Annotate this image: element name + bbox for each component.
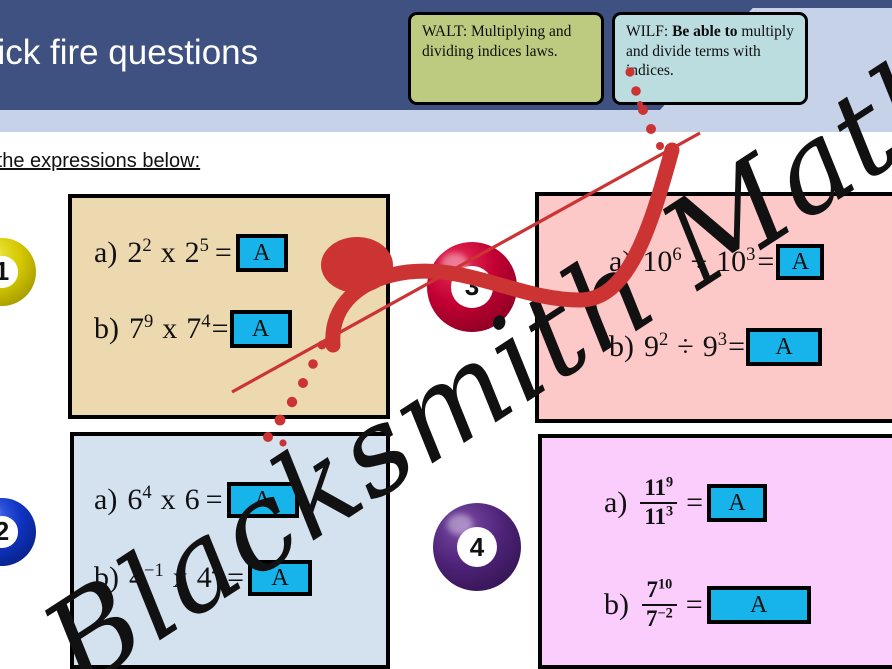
answer-box-3a[interactable]: A: [226, 482, 299, 518]
question-4b: b) 710 7−2 = A: [604, 576, 811, 632]
ball-number: 2: [0, 516, 18, 548]
term-2: 6: [184, 483, 200, 516]
question-3b: b) 4−1 x 44 = A: [94, 560, 313, 596]
exponent: −2: [657, 605, 673, 622]
term-1: 4−1: [129, 560, 164, 594]
pool-ball-1: 1: [0, 238, 36, 306]
equals-sign: =: [211, 312, 229, 345]
exponent: 3: [666, 503, 674, 520]
answer-box-1b[interactable]: A: [229, 310, 292, 348]
pool-ball-4: 4: [433, 503, 521, 591]
ball-number: 4: [456, 526, 498, 568]
pool-ball-2: 2: [0, 498, 36, 566]
equals-sign: =: [686, 485, 704, 519]
ball-number: 1: [0, 256, 18, 288]
question-1a: a) 22 x 25 = A: [94, 234, 288, 272]
exponent: 4: [201, 311, 211, 332]
term-2: 44: [196, 560, 222, 594]
fraction-numerator: 710: [646, 576, 673, 602]
exponent: −1: [144, 560, 164, 581]
question-label: b): [94, 312, 119, 345]
fraction-numerator: 119: [644, 474, 674, 500]
fraction-denominator: 7−2: [642, 603, 677, 632]
term-2: 93: [702, 329, 728, 363]
exponent: 4: [211, 560, 222, 581]
instruction-text: lofy the expressions below:: [0, 150, 201, 172]
fraction-4a: 119 113: [640, 474, 678, 530]
term-1: 64: [127, 482, 152, 516]
page-title: uick fire questions: [0, 33, 259, 72]
question-box-4: a) 119 113 = A b) 710 7−2 = A: [538, 434, 892, 669]
question-box-3: a) 64 x 6 = A b) 4−1 x 44 = A: [70, 432, 390, 669]
answer-box-1a[interactable]: A: [235, 234, 288, 272]
answer-box-2b[interactable]: A: [745, 328, 822, 366]
question-1b: b) 79 x 74 = A: [94, 310, 292, 348]
term-1: 22: [127, 235, 152, 269]
operator: x: [172, 561, 188, 594]
equals-sign: =: [685, 587, 703, 621]
fraction-denominator: 113: [640, 501, 678, 530]
fraction-4b: 710 7−2: [642, 576, 677, 632]
term-2: 25: [184, 235, 209, 269]
exponent: 2: [142, 235, 152, 256]
wilf-box: WILF: Be able to multiply and divide ter…: [612, 12, 808, 105]
term-1: 79: [129, 311, 154, 345]
equals-sign: =: [757, 245, 775, 278]
question-label: a): [94, 236, 118, 269]
equals-sign: =: [728, 330, 745, 363]
question-label: b): [604, 587, 629, 621]
walt-text: WALT: Multiplying and dividing indices l…: [422, 23, 572, 60]
answer-box-3b[interactable]: A: [248, 560, 313, 596]
question-label: a): [94, 483, 118, 516]
question-label: b): [94, 561, 119, 594]
exponent: 9: [144, 311, 154, 332]
operator: x: [162, 312, 178, 345]
exponent: 3: [717, 329, 728, 350]
question-4a: a) 119 113 = A: [604, 474, 768, 530]
wilf-bold-text: Be able to: [672, 23, 738, 40]
answer-box-4a[interactable]: A: [707, 483, 768, 522]
term-2: 74: [186, 311, 211, 345]
exponent: 9: [666, 474, 674, 491]
answer-box-2a[interactable]: A: [776, 244, 825, 280]
exponent: 10: [658, 576, 673, 593]
equals-sign: =: [214, 236, 232, 269]
exponent: 5: [199, 235, 209, 256]
answer-box-4b[interactable]: A: [706, 585, 811, 624]
walt-box: WALT: Multiplying and dividing indices l…: [408, 12, 604, 105]
wilf-rest-text: multiply and divide terms with indices.: [626, 23, 794, 79]
question-3a: a) 64 x 6 = A: [94, 482, 299, 518]
question-box-1: a) 22 x 25 = A b) 79 x 74 = A: [68, 194, 390, 419]
exponent: 3: [746, 244, 756, 265]
question-label: a): [604, 485, 628, 519]
equals-sign: =: [227, 561, 245, 594]
exponent: 4: [142, 482, 152, 503]
term-2: 103: [716, 244, 756, 278]
operator: x: [160, 483, 176, 516]
equals-sign: =: [205, 483, 223, 516]
operator: x: [160, 236, 176, 269]
ball-highlight: [447, 513, 474, 535]
wilf-prefix: WILF:: [626, 23, 673, 40]
